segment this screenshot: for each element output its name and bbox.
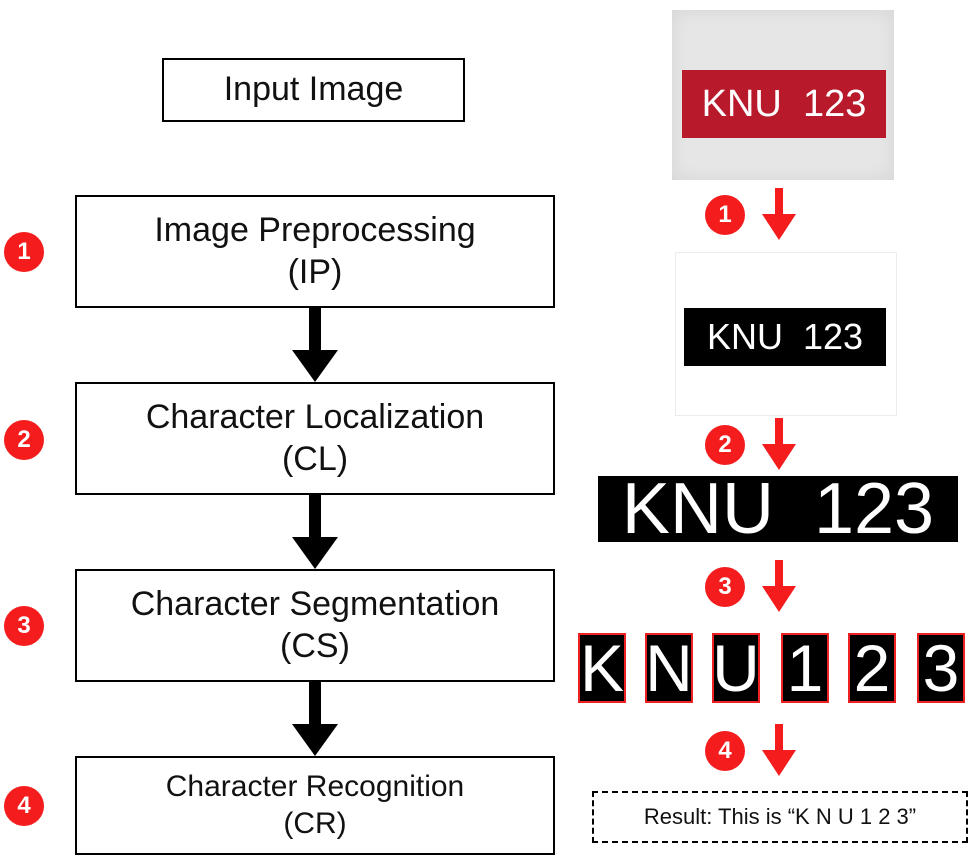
segment-char-6: 3 <box>917 633 965 703</box>
original-plate-photo: KNU 123 <box>672 10 894 180</box>
step-2-box: Character Localization (CL) <box>75 382 555 495</box>
flow-arrow-2 <box>292 495 338 569</box>
original-plate-red-band: KNU 123 <box>682 70 886 138</box>
step-3-abbr: (CS) <box>280 626 350 665</box>
step-3-badge: 3 <box>4 606 44 646</box>
localized-plate: KNU 123 <box>598 476 958 542</box>
result-text: Result: This is “K N U 1 2 3” <box>643 804 917 829</box>
segment-char-2: N <box>645 633 693 703</box>
binarized-plate-text: KNU 123 <box>706 316 864 357</box>
step-2-badge: 2 <box>4 420 44 460</box>
step-2-abbr: (CL) <box>281 439 349 478</box>
pipeline-badge-3: 3 <box>705 567 745 607</box>
segment-char-1: K <box>578 633 626 703</box>
pipeline-arrow-2 <box>762 418 796 470</box>
segment-char-3: U <box>712 633 760 703</box>
step-4-box: Character Recognition (CR) <box>75 756 555 855</box>
step-1-abbr: (IP) <box>287 252 343 291</box>
step-1-badge: 1 <box>4 232 44 272</box>
step-3-title: Character Segmentation <box>130 585 500 624</box>
step-1-box: Image Preprocessing (IP) <box>75 195 555 308</box>
result-box: Result: This is “K N U 1 2 3” <box>592 791 968 843</box>
step-3-box: Character Segmentation (CS) <box>75 569 555 682</box>
localized-plate-text: KNU 123 <box>621 476 935 542</box>
step-1-title: Image Preprocessing <box>154 211 476 250</box>
step-4-badge: 4 <box>4 786 44 826</box>
pipeline-badge-1: 1 <box>705 195 745 235</box>
segment-char-4: 1 <box>781 633 829 703</box>
binarized-plate-band: KNU 123 <box>684 308 886 366</box>
pipeline-arrow-1 <box>762 188 796 240</box>
segment-char-5: 2 <box>848 633 896 703</box>
binarized-plate: KNU 123 <box>675 252 897 416</box>
original-plate-text: KNU 123 <box>701 82 867 125</box>
step-2-title: Character Localization <box>145 398 485 437</box>
pipeline-badge-4: 4 <box>705 731 745 771</box>
input-image-box: Input Image <box>162 58 465 122</box>
flow-arrow-3 <box>292 682 338 756</box>
step-4-abbr: (CR) <box>283 806 347 840</box>
flow-arrow-1 <box>292 308 338 382</box>
pipeline-arrow-3 <box>762 560 796 612</box>
pipeline-badge-2: 2 <box>705 425 745 465</box>
pipeline-arrow-4 <box>762 724 796 776</box>
step-4-title: Character Recognition <box>165 769 465 803</box>
input-image-label: Input Image <box>223 70 404 109</box>
